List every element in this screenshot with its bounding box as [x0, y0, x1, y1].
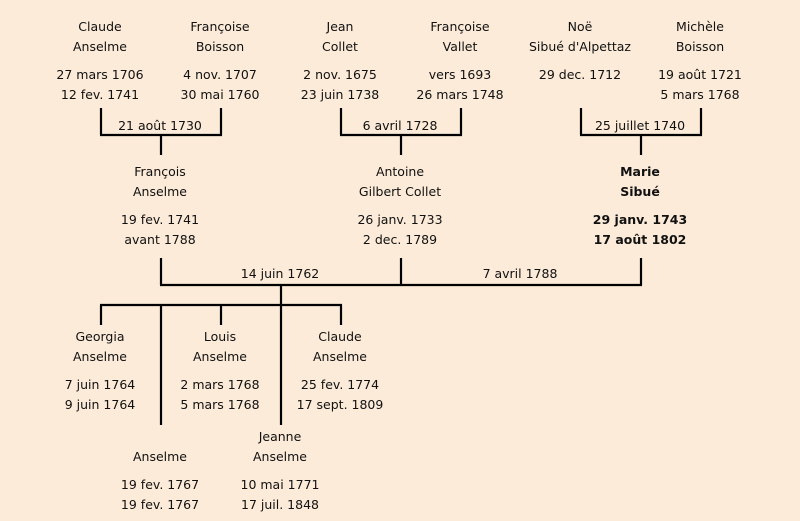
- marriage-anselme-boisson-date: 21 août 1730: [118, 118, 202, 133]
- person-last-name: Boisson: [195, 39, 245, 54]
- death-date: 17 sept. 1809: [296, 397, 384, 412]
- birth-date: 29 dec. 1712: [538, 67, 622, 82]
- birth-date: 26 janv. 1733: [357, 212, 443, 227]
- person-first-name: Michèle: [676, 19, 724, 34]
- person-last-name: Anselme: [252, 449, 308, 464]
- birth-date: 2 nov. 1675: [303, 67, 377, 82]
- death-date: 12 fev. 1741: [60, 87, 140, 102]
- person-last-name: Sibué d'Alpettaz: [529, 39, 631, 54]
- death-date: 30 mai 1760: [180, 87, 260, 102]
- person-last-name: Anselme: [132, 184, 188, 199]
- marriage-antoine-marie-date: 7 avril 1788: [482, 266, 558, 281]
- birth-date: 19 fev. 1741: [120, 212, 200, 227]
- death-date: 17 août 1802: [593, 232, 687, 247]
- person-first-name: Jean: [326, 19, 354, 34]
- birth-date: 19 août 1721: [658, 67, 742, 82]
- person-last-name: Anselme: [72, 349, 128, 364]
- birth-date: 2 mars 1768: [180, 377, 260, 392]
- birth-date: 25 fev. 1774: [300, 377, 380, 392]
- person-last-name: Anselme: [132, 449, 188, 464]
- death-date: 9 juin 1764: [64, 397, 136, 412]
- birth-date: 7 juin 1764: [64, 377, 136, 392]
- person-last-name: Collet: [322, 39, 358, 54]
- death-date: [510, 85, 650, 105]
- person-first-name: Françoise: [190, 19, 250, 34]
- person-first-name: Françoise: [430, 19, 490, 34]
- person-first-name: [90, 427, 230, 447]
- birth-date: 27 mars 1706: [56, 67, 144, 82]
- death-date: 5 mars 1768: [660, 87, 740, 102]
- person-last-name: Gilbert Collet: [358, 184, 442, 199]
- birth-date: 29 janv. 1743: [592, 212, 688, 227]
- death-date: 2 dec. 1789: [362, 232, 438, 247]
- person-first-name: Noë: [567, 19, 593, 34]
- person-last-name: Anselme: [192, 349, 248, 364]
- person-first-name: Jeanne: [258, 429, 302, 444]
- person-first-name: Marie: [620, 164, 660, 179]
- person-last-name: Sibué: [620, 184, 660, 199]
- death-date: 19 fev. 1767: [120, 497, 200, 512]
- birth-date: 10 mai 1771: [240, 477, 320, 492]
- death-date: 26 mars 1748: [416, 87, 504, 102]
- death-date: 23 juin 1738: [300, 87, 380, 102]
- marriage-collet-vallet-date: 6 avril 1728: [362, 118, 438, 133]
- birth-date: vers 1693: [428, 67, 492, 82]
- person-first-name: Louis: [203, 329, 237, 344]
- birth-date: 19 fev. 1767: [120, 477, 200, 492]
- person-first-name: François: [134, 164, 186, 179]
- person-first-name: Claude: [318, 329, 362, 344]
- person-first-name: Georgia: [75, 329, 125, 344]
- person-last-name: Vallet: [442, 39, 478, 54]
- birth-date: 4 nov. 1707: [183, 67, 257, 82]
- death-date: avant 1788: [124, 232, 196, 247]
- marriage-francois-marie-date: 14 juin 1762: [240, 266, 320, 281]
- person-first-name: Antoine: [375, 164, 425, 179]
- death-date: 17 juil. 1848: [241, 497, 319, 512]
- person-last-name: Anselme: [312, 349, 368, 364]
- death-date: 5 mars 1768: [180, 397, 260, 412]
- marriage-sibue-boisson-date: 25 juillet 1740: [594, 118, 686, 133]
- person-last-name: Anselme: [72, 39, 128, 54]
- person-first-name: Claude: [78, 19, 122, 34]
- person-anselme-unnamed[interactable]: Anselme 19 fev. 1767 19 fev. 1767: [90, 427, 230, 515]
- person-last-name: Boisson: [675, 39, 725, 54]
